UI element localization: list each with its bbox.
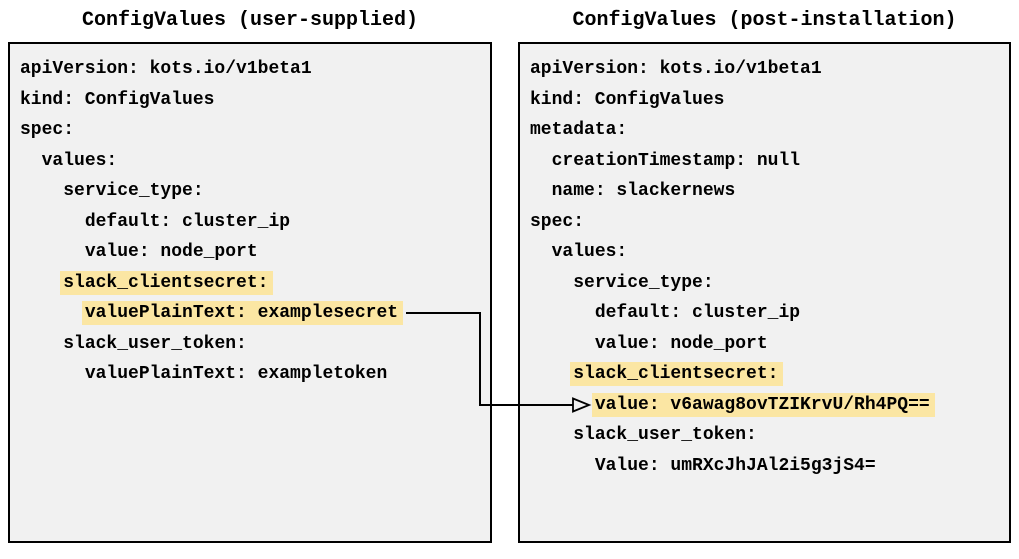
yaml-line: slack_clientsecret: (530, 359, 999, 390)
yaml-text: name: slackernews (551, 181, 736, 201)
yaml-text: default: cluster_ip (594, 303, 801, 323)
yaml-text: spec: (20, 120, 75, 140)
yaml-text: apiVersion: kots.io/v1beta1 (20, 59, 312, 79)
yaml-line: slack_user_token: (20, 329, 480, 360)
yaml-line: Value: umRXcJhJAl2i5g3jS4= (530, 451, 999, 482)
yaml-line: spec: (530, 207, 999, 238)
yaml-text: Value: umRXcJhJAl2i5g3jS4= (594, 455, 876, 476)
yaml-text: service_type: (573, 272, 714, 293)
yaml-text: creationTimestamp: null (551, 150, 801, 171)
post-installation-config-panel: apiVersion: kots.io/v1beta1 kind: ConfigV… (518, 42, 1011, 543)
yaml-text: value: node_port (594, 333, 768, 354)
yaml-text: apiVersion: kots.io/v1beta1 (530, 59, 822, 79)
yaml-line: slack_user_token: (530, 420, 999, 451)
highlighted-yaml-text: slack_clientsecret: (570, 362, 784, 386)
yaml-line: valuePlainText: exampletoken (20, 359, 480, 390)
left-panel-title: ConfigValues (user-supplied) (81, 9, 419, 32)
yaml-line: apiVersion: kots.io/v1beta1 (530, 54, 999, 85)
yaml-line: creationTimestamp: null (530, 146, 999, 177)
yaml-text: kind: ConfigValues (20, 89, 215, 110)
yaml-line: default: cluster_ip (530, 298, 999, 329)
yaml-line: name: slackernews (530, 176, 999, 207)
yaml-line: slack_clientsecret: (20, 268, 480, 299)
yaml-line: value: v6awag8ovTZIKrvU/Rh4PQ== (530, 390, 999, 421)
yaml-text: value: node_port (84, 242, 258, 262)
yaml-text: values: (551, 242, 628, 262)
yaml-text: spec: (530, 211, 585, 232)
yaml-line: kind: ConfigValues (530, 85, 999, 116)
yaml-line: spec: (20, 115, 480, 146)
yaml-line: metadata: (530, 115, 999, 146)
highlighted-yaml-text: slack_clientsecret: (60, 270, 274, 295)
yaml-line: value: node_port (530, 329, 999, 360)
yaml-line: valuePlainText: examplesecret (20, 298, 480, 329)
highlighted-yaml-text: valuePlainText: examplesecret (81, 301, 404, 325)
yaml-line: value: node_port (20, 237, 480, 268)
yaml-line: kind: ConfigValues (20, 85, 480, 116)
yaml-text: metadata: (530, 120, 628, 140)
right-panel-title: ConfigValues (post-installation) (572, 9, 957, 32)
yaml-line: values: (20, 146, 480, 177)
highlighted-yaml-text: value: v6awag8ovTZIKrvU/Rh4PQ== (591, 392, 935, 417)
yaml-line: service_type: (20, 176, 480, 207)
yaml-line: apiVersion: kots.io/v1beta1 (20, 54, 480, 85)
yaml-text: default: cluster_ip (84, 211, 291, 232)
yaml-line: default: cluster_ip (20, 207, 480, 238)
yaml-text: valuePlainText: exampletoken (84, 364, 388, 384)
yaml-line: service_type: (530, 268, 999, 299)
yaml-text: kind: ConfigValues (530, 89, 725, 110)
yaml-text: slack_user_token: (573, 425, 757, 445)
yaml-line: values: (530, 237, 999, 268)
yaml-text: values: (41, 150, 118, 171)
yaml-text: service_type: (63, 181, 204, 201)
user-supplied-config-panel: apiVersion: kots.io/v1beta1 kind: ConfigV… (8, 42, 492, 543)
yaml-text: slack_user_token: (63, 333, 247, 354)
